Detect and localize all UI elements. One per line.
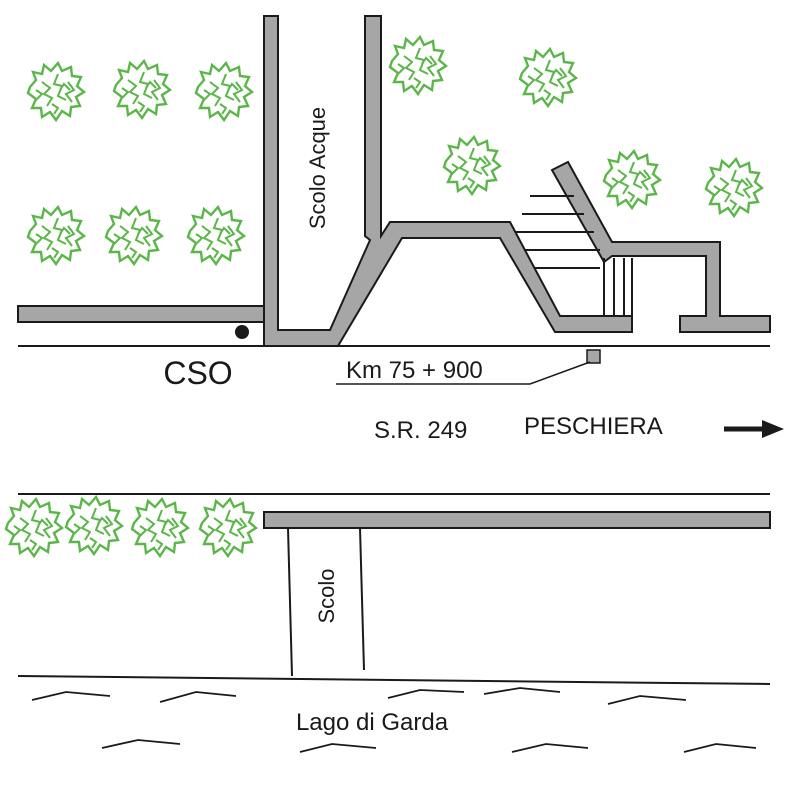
scolo-channel-left: [287, 527, 293, 677]
bush-icon: [518, 47, 578, 108]
bush-icon: [4, 497, 64, 558]
bush-icon: [388, 35, 448, 96]
wall-lower: [263, 511, 771, 529]
right-arrow-icon: [724, 420, 784, 438]
bush-icon: [186, 205, 246, 266]
bush-icon: [198, 497, 258, 558]
road-label: S.R. 249: [374, 417, 467, 444]
bush-icon: [194, 61, 254, 122]
wall-scolo-left: [263, 15, 633, 347]
trees-lower: [4, 495, 258, 558]
scolo-label: Scolo: [314, 568, 339, 623]
km-leader-line: [336, 361, 591, 385]
lake-waves: [31, 687, 757, 753]
scolo-channel-right: [359, 527, 365, 671]
bush-icon: [602, 149, 662, 210]
dot-marker-icon: [235, 325, 249, 339]
square-marker-icon: [586, 349, 601, 364]
cso-label: CSO: [163, 355, 232, 391]
direction-label: PESCHIERA: [524, 413, 663, 440]
steps: [516, 195, 633, 316]
walls: [17, 15, 771, 347]
bush-icon: [112, 59, 172, 120]
bush-icon: [442, 135, 502, 196]
bush-icon: [26, 61, 86, 122]
bush-icon: [26, 205, 86, 266]
lake-label: Lago di Garda: [296, 709, 449, 736]
scolo-acque-label: Scolo Acque: [305, 107, 330, 229]
lake-shore: [17, 675, 771, 685]
wall-left-horizontal: [17, 305, 265, 323]
bush-icon: [64, 495, 124, 556]
wall-angled: [550, 160, 771, 333]
bush-icon: [130, 497, 190, 558]
km-label: Km 75 + 900: [346, 357, 483, 384]
bush-icon: [704, 157, 764, 218]
bush-icon: [104, 205, 164, 266]
